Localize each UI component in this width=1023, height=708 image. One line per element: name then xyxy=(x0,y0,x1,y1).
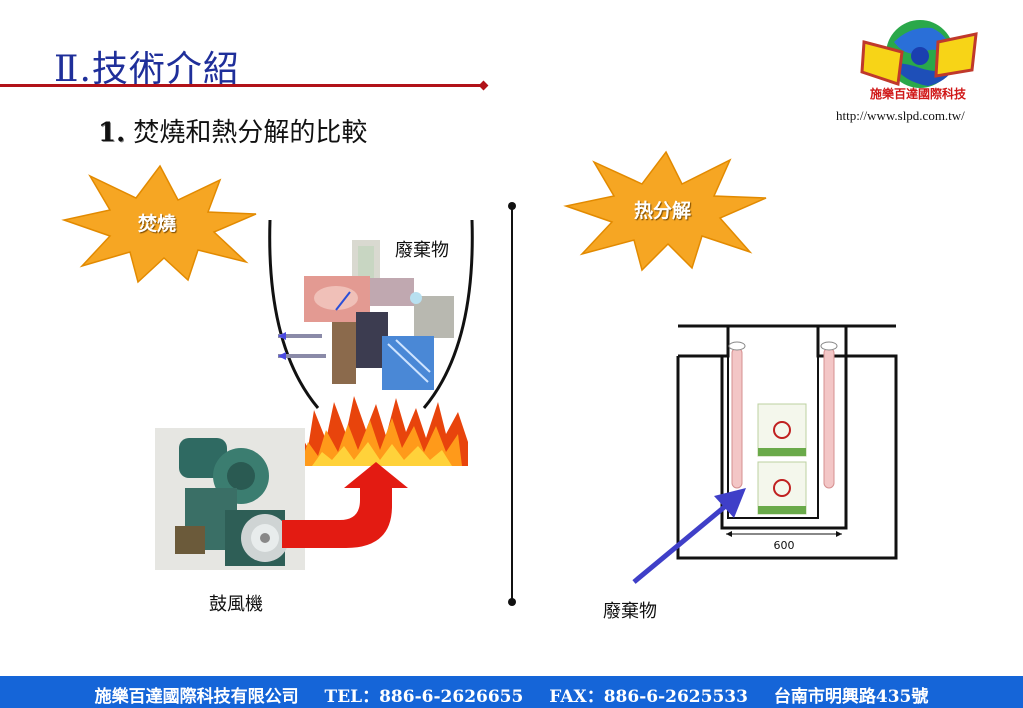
center-divider xyxy=(508,202,516,606)
footer-company: 施樂百達國際科技有限公司 xyxy=(94,687,299,707)
incinerator-chamber xyxy=(268,219,474,409)
incineration-star-badge xyxy=(61,164,257,284)
pyrolysis-waste-label: 廢棄物 xyxy=(603,601,657,622)
pyrolysis-star-badge xyxy=(563,150,767,272)
incineration-waste-label: 廢棄物 xyxy=(395,240,449,261)
blower-label: 鼓風機 xyxy=(209,594,263,615)
subtitle-text: 焚燒和熱分解的比較 xyxy=(133,118,368,148)
incineration-label: 焚燒 xyxy=(138,213,177,235)
footer-tel: TEL：886-6-2626655 xyxy=(324,687,524,707)
website-url: http://www.slpd.com.tw/ xyxy=(836,108,965,123)
footer-bar xyxy=(0,676,1023,708)
medical-waste-image xyxy=(278,240,454,390)
subtitle-number: 1. xyxy=(98,118,126,148)
title-underline xyxy=(0,84,484,87)
section-subtitle: 1. 焚燒和熱分解的比較 xyxy=(98,112,367,149)
footer-address: 台南市明興路435號 xyxy=(773,687,929,707)
page-title: Ⅱ.技術介紹 xyxy=(54,49,240,90)
company-logo-icon: 施樂百達國際科技 xyxy=(860,20,978,101)
title-underline-end xyxy=(478,80,489,91)
blower-machine-image xyxy=(155,428,305,570)
pyrolysis-chamber-diagram: 600 xyxy=(676,324,898,560)
pyrolysis-label: 热分解 xyxy=(634,200,692,222)
airflow-arrow-icon xyxy=(282,462,408,548)
footer-contact: 施樂百達國際科技有限公司 TEL：886-6-2626655 FAX：886-6… xyxy=(0,682,1023,707)
fire-flames-image xyxy=(292,396,468,466)
waste-pointer-arrow-icon xyxy=(632,488,746,584)
logo-text: 施樂百達國際科技 xyxy=(870,86,967,101)
dimension-label: 600 xyxy=(774,539,795,552)
footer-fax: FAX：886-6-2625533 xyxy=(549,687,748,707)
